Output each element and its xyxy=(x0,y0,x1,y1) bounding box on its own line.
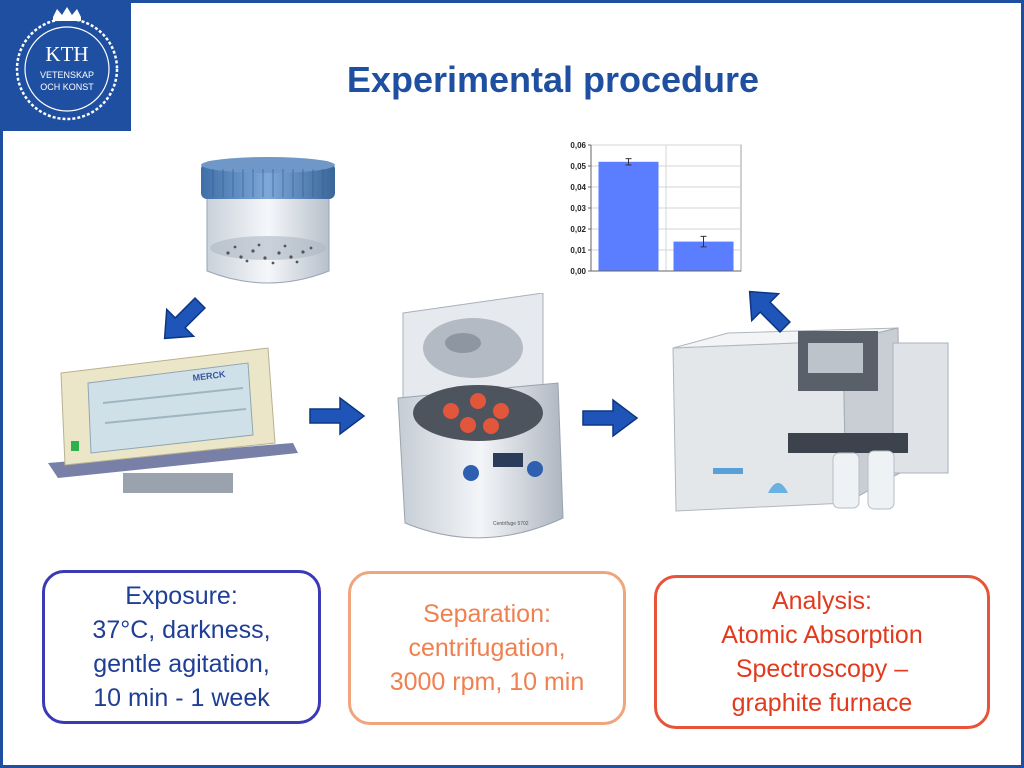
y-tick-label: 0,03 xyxy=(570,204,586,213)
y-tick-label: 0,05 xyxy=(570,162,586,171)
y-tick-label: 0,01 xyxy=(570,246,586,255)
centrifuge-image: Centrifuge 5702 xyxy=(397,293,564,539)
kth-seal-icon: KTH VETENSKAP OCH KONST xyxy=(15,7,119,121)
incubator-shaker-image: MERCK xyxy=(48,347,298,493)
exposure-step-box: Exposure: 37°C, darkness, gentle agitati… xyxy=(42,570,321,724)
exposure-line: 10 min - 1 week xyxy=(93,684,270,712)
exposure-line: gentle agitation, xyxy=(93,650,270,678)
arrow-down-left-icon xyxy=(163,297,206,340)
analysis-step-box: Analysis: Atomic Absorption Spectroscopy… xyxy=(654,575,990,729)
exposure-line: 37°C, darkness, xyxy=(92,616,271,644)
separation-line: centrifugation, xyxy=(408,634,566,662)
arrow-right-icon xyxy=(582,398,639,438)
page-title: Experimental procedure xyxy=(346,59,760,100)
y-tick-label: 0,00 xyxy=(570,267,586,276)
y-tick-label: 0,02 xyxy=(570,225,586,234)
analysis-line: Atomic Absorption xyxy=(721,621,923,649)
logo-line-3: OCH KONST xyxy=(40,82,94,92)
aas-instrument-image xyxy=(672,327,949,512)
exposure-line: Exposure: xyxy=(125,582,238,610)
y-tick-label: 0,04 xyxy=(570,183,586,192)
analysis-line: graphite furnace xyxy=(731,689,913,717)
analysis-line: Analysis: xyxy=(771,587,873,615)
separation-line: Separation: xyxy=(423,600,551,628)
y-tick-label: 0,06 xyxy=(570,141,586,150)
result-bar-chart: 0,00 0,01 0,02 0,03 0,04 0,05 0,06 xyxy=(570,141,742,276)
kth-logo: KTH VETENSKAP OCH KONST xyxy=(3,3,131,131)
logo-line-2: VETENSKAP xyxy=(40,70,94,80)
sample-jar-image xyxy=(201,157,335,284)
bar xyxy=(598,161,659,271)
incubator-brand-label: MERCK xyxy=(192,369,226,383)
separation-line: 3000 rpm, 10 min xyxy=(389,668,585,696)
centrifuge-model-label: Centrifuge 5702 xyxy=(493,521,529,527)
separation-step-box: Separation: centrifugation, 3000 rpm, 10… xyxy=(348,571,626,725)
arrow-right-icon xyxy=(309,396,366,436)
logo-line-1: KTH xyxy=(45,42,88,66)
analysis-line: Spectroscopy – xyxy=(735,655,909,683)
arrow-up-left-icon xyxy=(748,290,791,333)
